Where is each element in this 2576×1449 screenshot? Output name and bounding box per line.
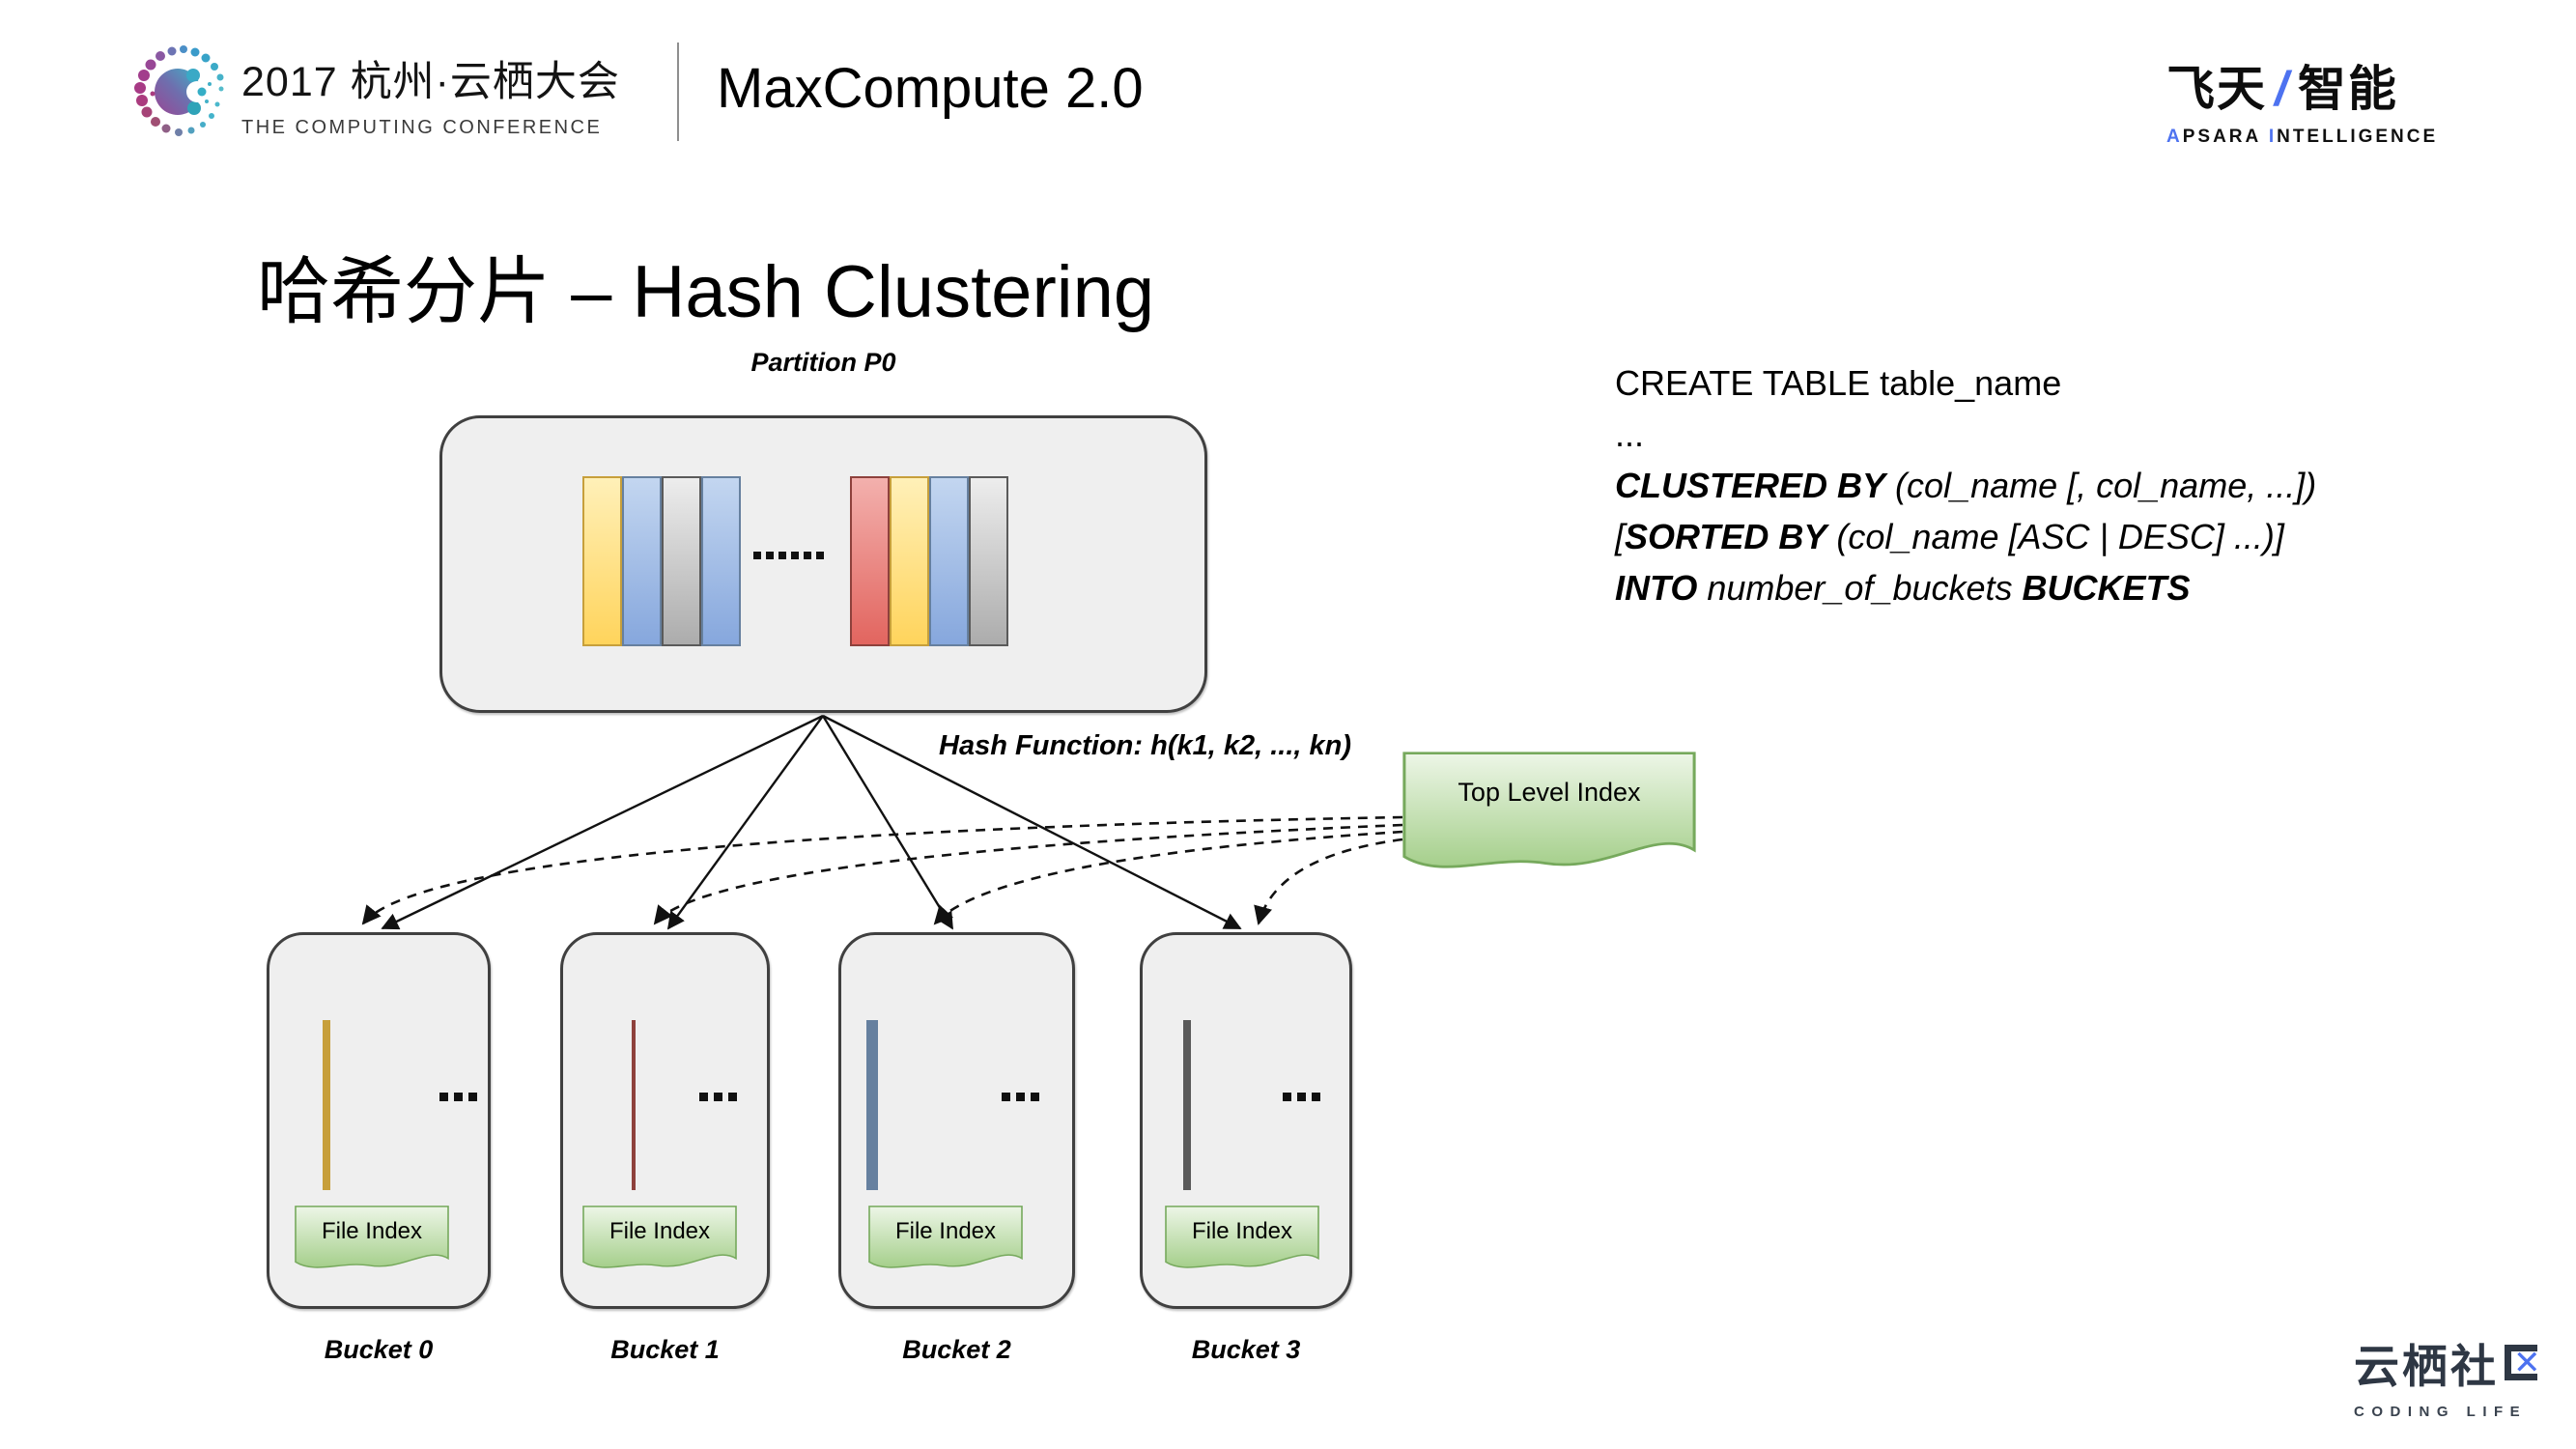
dot <box>1283 1093 1291 1101</box>
bucket-2-bars <box>866 1020 878 1190</box>
conference-wordmark: 2017 杭州·云栖大会 THE COMPUTING CONFERENCE <box>241 48 620 139</box>
bucket-0-file-index: File Index <box>295 1206 449 1276</box>
dot <box>816 552 824 559</box>
blue-bar <box>701 476 741 646</box>
dot <box>1312 1093 1320 1101</box>
sql-line-3: CLUSTERED BY (col_name [, col_name, ...]… <box>1615 466 2317 505</box>
index-arrows <box>361 815 1403 925</box>
conference-subtitle: THE COMPUTING CONFERENCE <box>241 117 603 138</box>
apsara-wordmark-en: APSARA INTELLIGENCE <box>2166 127 2439 147</box>
file-index-label: File Index <box>321 1218 423 1244</box>
partition-bars-right <box>850 476 1008 646</box>
header-divider <box>677 43 679 141</box>
bucket-2-ellipsis <box>1002 1093 1045 1101</box>
partition-ellipsis <box>753 552 829 559</box>
gray-bar <box>1187 1020 1191 1190</box>
yellow-bar <box>890 476 929 646</box>
blue-bar <box>622 476 662 646</box>
dot <box>468 1093 477 1101</box>
gray-bar <box>662 476 701 646</box>
partition-bars-left <box>582 476 741 646</box>
sql-snippet: CREATE TABLE table_name ... CLUSTERED BY… <box>1615 357 2316 613</box>
dot <box>766 552 774 559</box>
gray-bar <box>1183 1020 1187 1190</box>
red-bar <box>850 476 890 646</box>
dot <box>1016 1093 1025 1101</box>
sql-line-5: INTO number_of_buckets BUCKETS <box>1615 568 2191 608</box>
bucket-2-box: File Index <box>838 932 1075 1309</box>
sql-line-1: CREATE TABLE table_name <box>1615 363 2062 403</box>
dot <box>439 1093 448 1101</box>
dot <box>714 1093 722 1101</box>
file-index-label: File Index <box>894 1218 997 1244</box>
yellow-bar <box>582 476 622 646</box>
top-level-index-label: Top Level Index <box>1458 778 1641 807</box>
gray-bar <box>969 476 1008 646</box>
partition-box <box>439 415 1207 713</box>
bucket-0-box: File Index <box>267 932 491 1309</box>
blue-bar <box>870 1020 874 1190</box>
dot <box>1031 1093 1039 1101</box>
yellow-bar <box>323 1020 326 1190</box>
apsara-slash-icon: / <box>2275 62 2290 116</box>
community-qu-icon: ✕ <box>2505 1345 2541 1381</box>
conference-title: 2017 杭州·云栖大会 <box>241 59 620 105</box>
dot <box>791 552 799 559</box>
blue-bar <box>929 476 969 646</box>
dot <box>778 552 786 559</box>
bucket-1-ellipsis <box>699 1093 743 1101</box>
apsara-logo: 飞天/智能 APSARA INTELLIGENCE <box>2166 50 2456 148</box>
dot <box>1002 1093 1010 1101</box>
community-logo: 云栖社✕ CODING LIFE <box>2354 1329 2544 1420</box>
bucket-1-file-index: File Index <box>582 1206 737 1276</box>
bucket-1-bars <box>632 1020 636 1190</box>
sql-line-4: [SORTED BY (col_name [ASC | DESC] ...)] <box>1615 517 2284 556</box>
bucket-1-box: File Index <box>560 932 770 1309</box>
dot <box>753 552 761 559</box>
dot <box>1297 1093 1306 1101</box>
dot <box>804 552 811 559</box>
hash-function-label: Hash Function: h(k1, k2, ..., kn) <box>939 730 1351 761</box>
file-index-label: File Index <box>1191 1218 1293 1244</box>
dot <box>454 1093 463 1101</box>
conference-logo-icon <box>134 45 224 136</box>
dot <box>699 1093 708 1101</box>
top-level-index: Top Level Index <box>1402 752 1696 883</box>
bucket-3-file-index: File Index <box>1165 1206 1319 1276</box>
bucket-3-label: Bucket 3 <box>1191 1335 1301 1364</box>
bucket-0-ellipsis <box>439 1093 483 1101</box>
partition-label: Partition P0 <box>750 348 896 377</box>
red-bar <box>632 1020 636 1190</box>
bucket-3-bars <box>1183 1020 1191 1190</box>
community-wordmark: 云栖社✕ <box>2354 1341 2544 1392</box>
page-title: 哈希分片 – Hash Clustering <box>257 251 1155 333</box>
bucket-3-ellipsis <box>1283 1093 1326 1101</box>
dot <box>728 1093 737 1101</box>
bucket-2-label: Bucket 2 <box>902 1335 1011 1364</box>
bucket-3-box: File Index <box>1140 932 1352 1309</box>
bucket-0-bars <box>323 1020 330 1190</box>
bucket-0-label: Bucket 0 <box>324 1335 434 1364</box>
bucket-1-label: Bucket 1 <box>610 1335 720 1364</box>
sql-line-2: ... <box>1615 414 1645 454</box>
blue-bar <box>866 1020 870 1190</box>
community-tagline: CODING LIFE <box>2354 1404 2528 1420</box>
blue-bar <box>874 1020 878 1190</box>
bucket-2-file-index: File Index <box>868 1206 1023 1276</box>
file-index-label: File Index <box>609 1218 711 1244</box>
product-title: MaxCompute 2.0 <box>717 57 1144 120</box>
apsara-wordmark-cn: 飞天/智能 <box>2166 62 2398 116</box>
yellow-bar <box>326 1020 330 1190</box>
